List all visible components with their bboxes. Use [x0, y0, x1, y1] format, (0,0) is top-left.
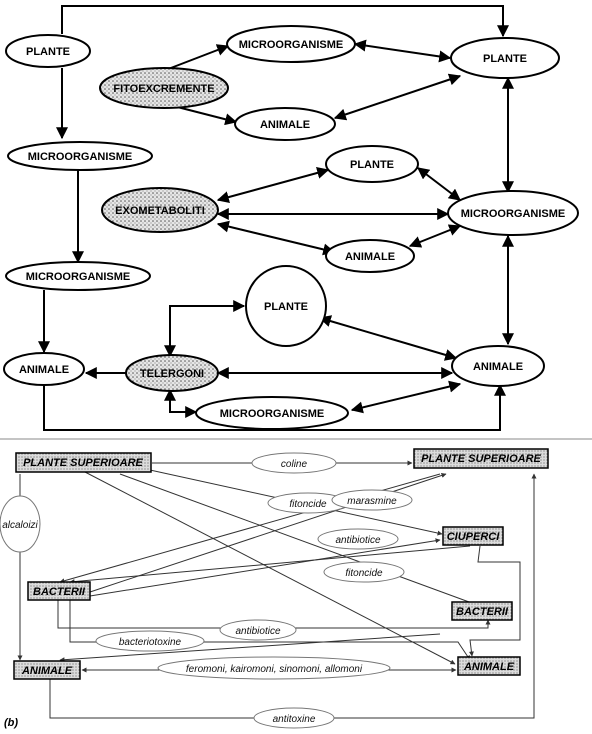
svg-text:alcaloizi: alcaloizi	[2, 520, 38, 531]
label-antibiotice-2: antibiotice	[219, 619, 297, 641]
edge-animale-micro-mid	[408, 224, 462, 248]
bottom-diagram: coline alcaloizi fitoncide marasmine ant…	[0, 448, 549, 729]
svg-text:PLANTE SUPERIOARE: PLANTE SUPERIOARE	[23, 457, 143, 469]
svg-text:feromoni, kairomoni, sinomoni,: feromoni, kairomoni, sinomoni, allomoni	[186, 664, 363, 675]
node-animale-top: ANIMALE	[234, 107, 336, 141]
edge-plante-bacterii	[119, 473, 481, 607]
edge-bacterii-ciuperci	[89, 538, 441, 597]
box-ciuperci: CIUPERCI	[442, 526, 504, 546]
edge-bacterii-animale	[69, 600, 471, 661]
node-label: ANIMALE	[345, 251, 395, 263]
svg-text:marasmine: marasmine	[347, 496, 397, 507]
svg-text:coline: coline	[281, 459, 308, 470]
node-micro-left1: MICROORGANISME	[7, 141, 153, 171]
node-plante-circle: PLANTE	[245, 265, 327, 347]
node-plante-right: PLANTE	[450, 37, 560, 79]
edge-animale-plante	[333, 73, 462, 121]
edge-top-loop	[61, 5, 509, 38]
svg-text:fitoncide: fitoncide	[289, 499, 327, 510]
top-diagram: PLANTE MICROORGANISME MICROORGANISME ANI…	[3, 5, 579, 431]
svg-text:antibiotice: antibiotice	[335, 535, 380, 546]
node-label: TELERGONI	[140, 368, 204, 380]
panel-label: (b)	[4, 717, 18, 729]
node-label: MICROORGANISME	[28, 151, 133, 163]
node-label: EXOMETABOLITI	[115, 205, 205, 217]
node-telergoni: TELERGONI	[125, 354, 219, 392]
box-plante-superioare-left: PLANTE SUPERIOARE	[15, 452, 152, 473]
node-label: PLANTE	[26, 46, 70, 58]
edge-exo-animale	[216, 220, 336, 256]
edge-ciuperci-animale	[468, 545, 521, 657]
svg-text:ANIMALE: ANIMALE	[463, 661, 515, 673]
svg-text:CIUPERCI: CIUPERCI	[447, 531, 501, 543]
label-marasmine: marasmine	[331, 489, 413, 511]
edge-bacteriotoxine	[59, 633, 441, 663]
node-micro-top: MICROORGANISME	[226, 25, 356, 63]
edge-ciuperci-bacterii	[69, 545, 471, 585]
node-label: PLANTE	[264, 301, 308, 313]
svg-text:BACTERII: BACTERII	[456, 606, 509, 618]
svg-text:PLANTE SUPERIOARE: PLANTE SUPERIOARE	[421, 453, 541, 465]
node-label: ANIMALE	[473, 361, 523, 373]
edge-micro-plante	[353, 39, 452, 63]
svg-text:BACTERII: BACTERII	[33, 586, 86, 598]
node-micro-left2: MICROORGANISME	[5, 261, 151, 291]
svg-text:antitoxine: antitoxine	[273, 714, 316, 725]
box-bacterii-left: BACTERII	[27, 581, 91, 601]
node-label: MICROORGANISME	[220, 408, 325, 420]
node-label: ANIMALE	[19, 364, 69, 376]
edge-tel-plante	[164, 300, 246, 358]
node-exometaboliti: EXOMETABOLITI	[101, 187, 219, 233]
svg-text:antibiotice: antibiotice	[235, 626, 280, 637]
node-fitoexcremente: FITOEXCREMENTE	[99, 67, 229, 109]
edge-plante-micro-mid	[417, 167, 461, 201]
node-label: MICROORGANISME	[239, 39, 344, 51]
node-label: FITOEXCREMENTE	[113, 83, 214, 95]
node-plante-mid: PLANTE	[325, 145, 419, 183]
node-animale-right: ANIMALE	[451, 345, 545, 387]
label-bacteriotoxine: bacteriotoxine	[95, 630, 205, 652]
edge-plante-animale	[318, 315, 458, 361]
node-micro-right: MICROORGANISME	[447, 190, 579, 236]
box-plante-superioare-right: PLANTE SUPERIOARE	[413, 448, 549, 469]
label-antibiotice-1: antibiotice	[317, 528, 399, 550]
node-plante-left: PLANTE	[5, 34, 91, 68]
node-animale-left: ANIMALE	[3, 352, 85, 386]
node-label: MICROORGANISME	[461, 208, 566, 220]
node-label: MICROORGANISME	[26, 271, 131, 283]
edge-micro-animale-bottom	[350, 380, 462, 414]
box-animale-left: ANIMALE	[13, 660, 81, 680]
box-bacterii-right: BACTERII	[451, 601, 513, 621]
svg-text:ANIMALE: ANIMALE	[21, 665, 73, 677]
label-fitoncide-2: fitoncide	[323, 561, 405, 583]
node-label: PLANTE	[483, 53, 527, 65]
node-micro-bottom: MICROORGANISME	[195, 396, 349, 430]
edge-tel-micro	[164, 388, 198, 418]
node-animale-mid: ANIMALE	[325, 239, 415, 273]
label-coline: coline	[251, 452, 337, 474]
svg-text:bacteriotoxine: bacteriotoxine	[119, 637, 182, 648]
label-antitoxine: antitoxine	[253, 707, 335, 729]
edge-exo-plante	[216, 167, 330, 203]
label-alcaloizi: alcaloizi	[0, 495, 41, 553]
node-label: ANIMALE	[260, 119, 310, 131]
edge-plante-animale	[84, 471, 456, 665]
box-animale-right: ANIMALE	[457, 656, 521, 676]
svg-text:fitoncide: fitoncide	[345, 568, 383, 579]
label-feromoni: feromoni, kairomoni, sinomoni, allomoni	[157, 656, 391, 680]
node-label: PLANTE	[350, 159, 394, 171]
